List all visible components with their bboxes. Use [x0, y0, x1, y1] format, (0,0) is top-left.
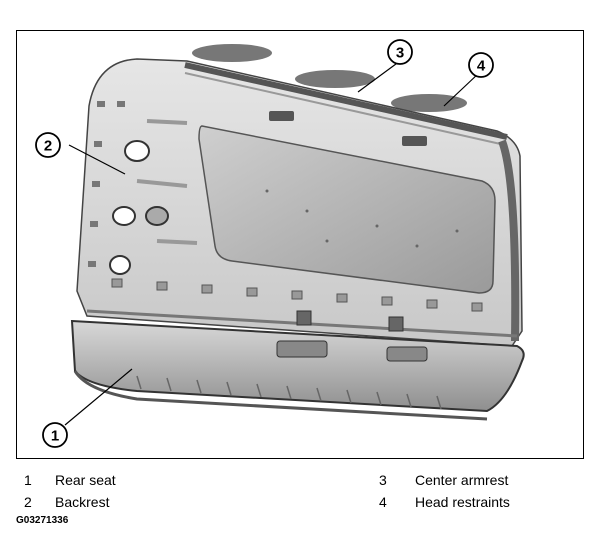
legend-label: Center armrest	[415, 472, 509, 488]
rear-seat-illustration: 3 4 2 1	[35, 39, 525, 448]
callout-leader-lines	[64, 60, 480, 426]
callout-4: 4	[468, 52, 494, 78]
svg-text:3: 3	[396, 45, 404, 62]
callout-1: 1	[42, 422, 68, 448]
legend-label: Head restraints	[415, 494, 510, 510]
callout-3: 3	[387, 39, 413, 65]
head-restraints-shape	[192, 44, 467, 112]
legend-number: 1	[24, 472, 32, 488]
svg-text:2: 2	[44, 138, 52, 155]
legend-number: 3	[379, 472, 387, 488]
legend-label: Rear seat	[55, 472, 116, 488]
seat-illustration-frame: 3 4 2 1	[16, 30, 584, 459]
legend-label: Backrest	[55, 494, 110, 510]
backrest-mount-holes	[109, 140, 169, 275]
figure-id: G03271336	[16, 515, 69, 526]
svg-text:4: 4	[477, 58, 486, 75]
backrest-center-panel	[198, 125, 496, 294]
callout-2: 2	[35, 132, 61, 158]
svg-text:1: 1	[51, 428, 59, 445]
legend-number: 2	[24, 494, 32, 510]
rear-seat-cushion-shape	[70, 319, 525, 413]
legend-number: 4	[379, 494, 387, 510]
